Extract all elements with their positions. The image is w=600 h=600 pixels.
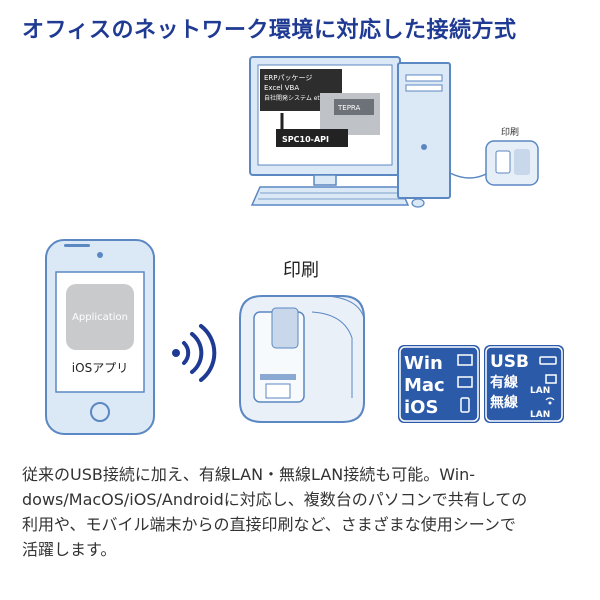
desktop-pc-illustration: ERPパッケージ Excel VBA 自社開発システム etc. TEPRA S… <box>249 56 539 208</box>
conn-badge-wireless: 無線 <box>490 394 518 411</box>
page-headline: オフィスのネットワーク環境に対応した接続方式 <box>22 18 517 43</box>
erp-line-1: ERPパッケージ <box>264 74 312 82</box>
pc-printer-label: 印刷 <box>501 126 519 138</box>
os-support-badge: Win Mac iOS <box>398 345 480 423</box>
description-line-4: 活躍します。 <box>22 540 117 559</box>
ios-app-caption: iOSアプリ <box>72 361 128 375</box>
connection-badge: USB 有線 LAN 無線 LAN <box>484 345 564 423</box>
os-badge-win: Win <box>404 353 443 374</box>
center-printer-label: 印刷 <box>283 260 319 281</box>
conn-badge-usb: USB <box>490 352 529 372</box>
wireless-signal-icon <box>172 324 217 382</box>
smartphone-illustration: Application iOSアプリ <box>45 239 155 435</box>
os-badge-ios: iOS <box>404 397 438 418</box>
conn-badge-lan-wireless: LAN <box>530 410 550 420</box>
description-line-1: 従来のUSB接続に加え、有線LAN・無線LAN接続も可能。Win- <box>22 465 476 484</box>
erp-line-3: 自社開発システム etc. <box>264 94 325 102</box>
conn-badge-lan-wired: LAN <box>530 386 550 396</box>
description-text: 従来のUSB接続に加え、有線LAN・無線LAN接続も可能。Win- dows/M… <box>22 462 578 562</box>
connection-badge-graphic: USB 有線 LAN 無線 LAN <box>485 346 563 422</box>
tepra-mini-label: TEPRA <box>337 104 361 112</box>
erp-line-2: Excel VBA <box>264 84 299 92</box>
conn-badge-wired: 有線 <box>490 374 518 391</box>
description-line-2: dows/MacOS/iOS/Androidに対応し、複数台のパソコンで共有して… <box>22 490 528 509</box>
api-label: SPC10-API <box>282 135 329 144</box>
app-icon-label: Application <box>72 312 128 323</box>
center-printer-illustration: 印刷 <box>239 260 365 423</box>
os-badge-mac: Mac <box>404 375 445 396</box>
os-badge-graphic: Win Mac iOS <box>399 346 479 422</box>
description-line-3: 利用や、モバイル端末からの直接印刷など、さまざまな使用シーンで <box>22 515 516 534</box>
